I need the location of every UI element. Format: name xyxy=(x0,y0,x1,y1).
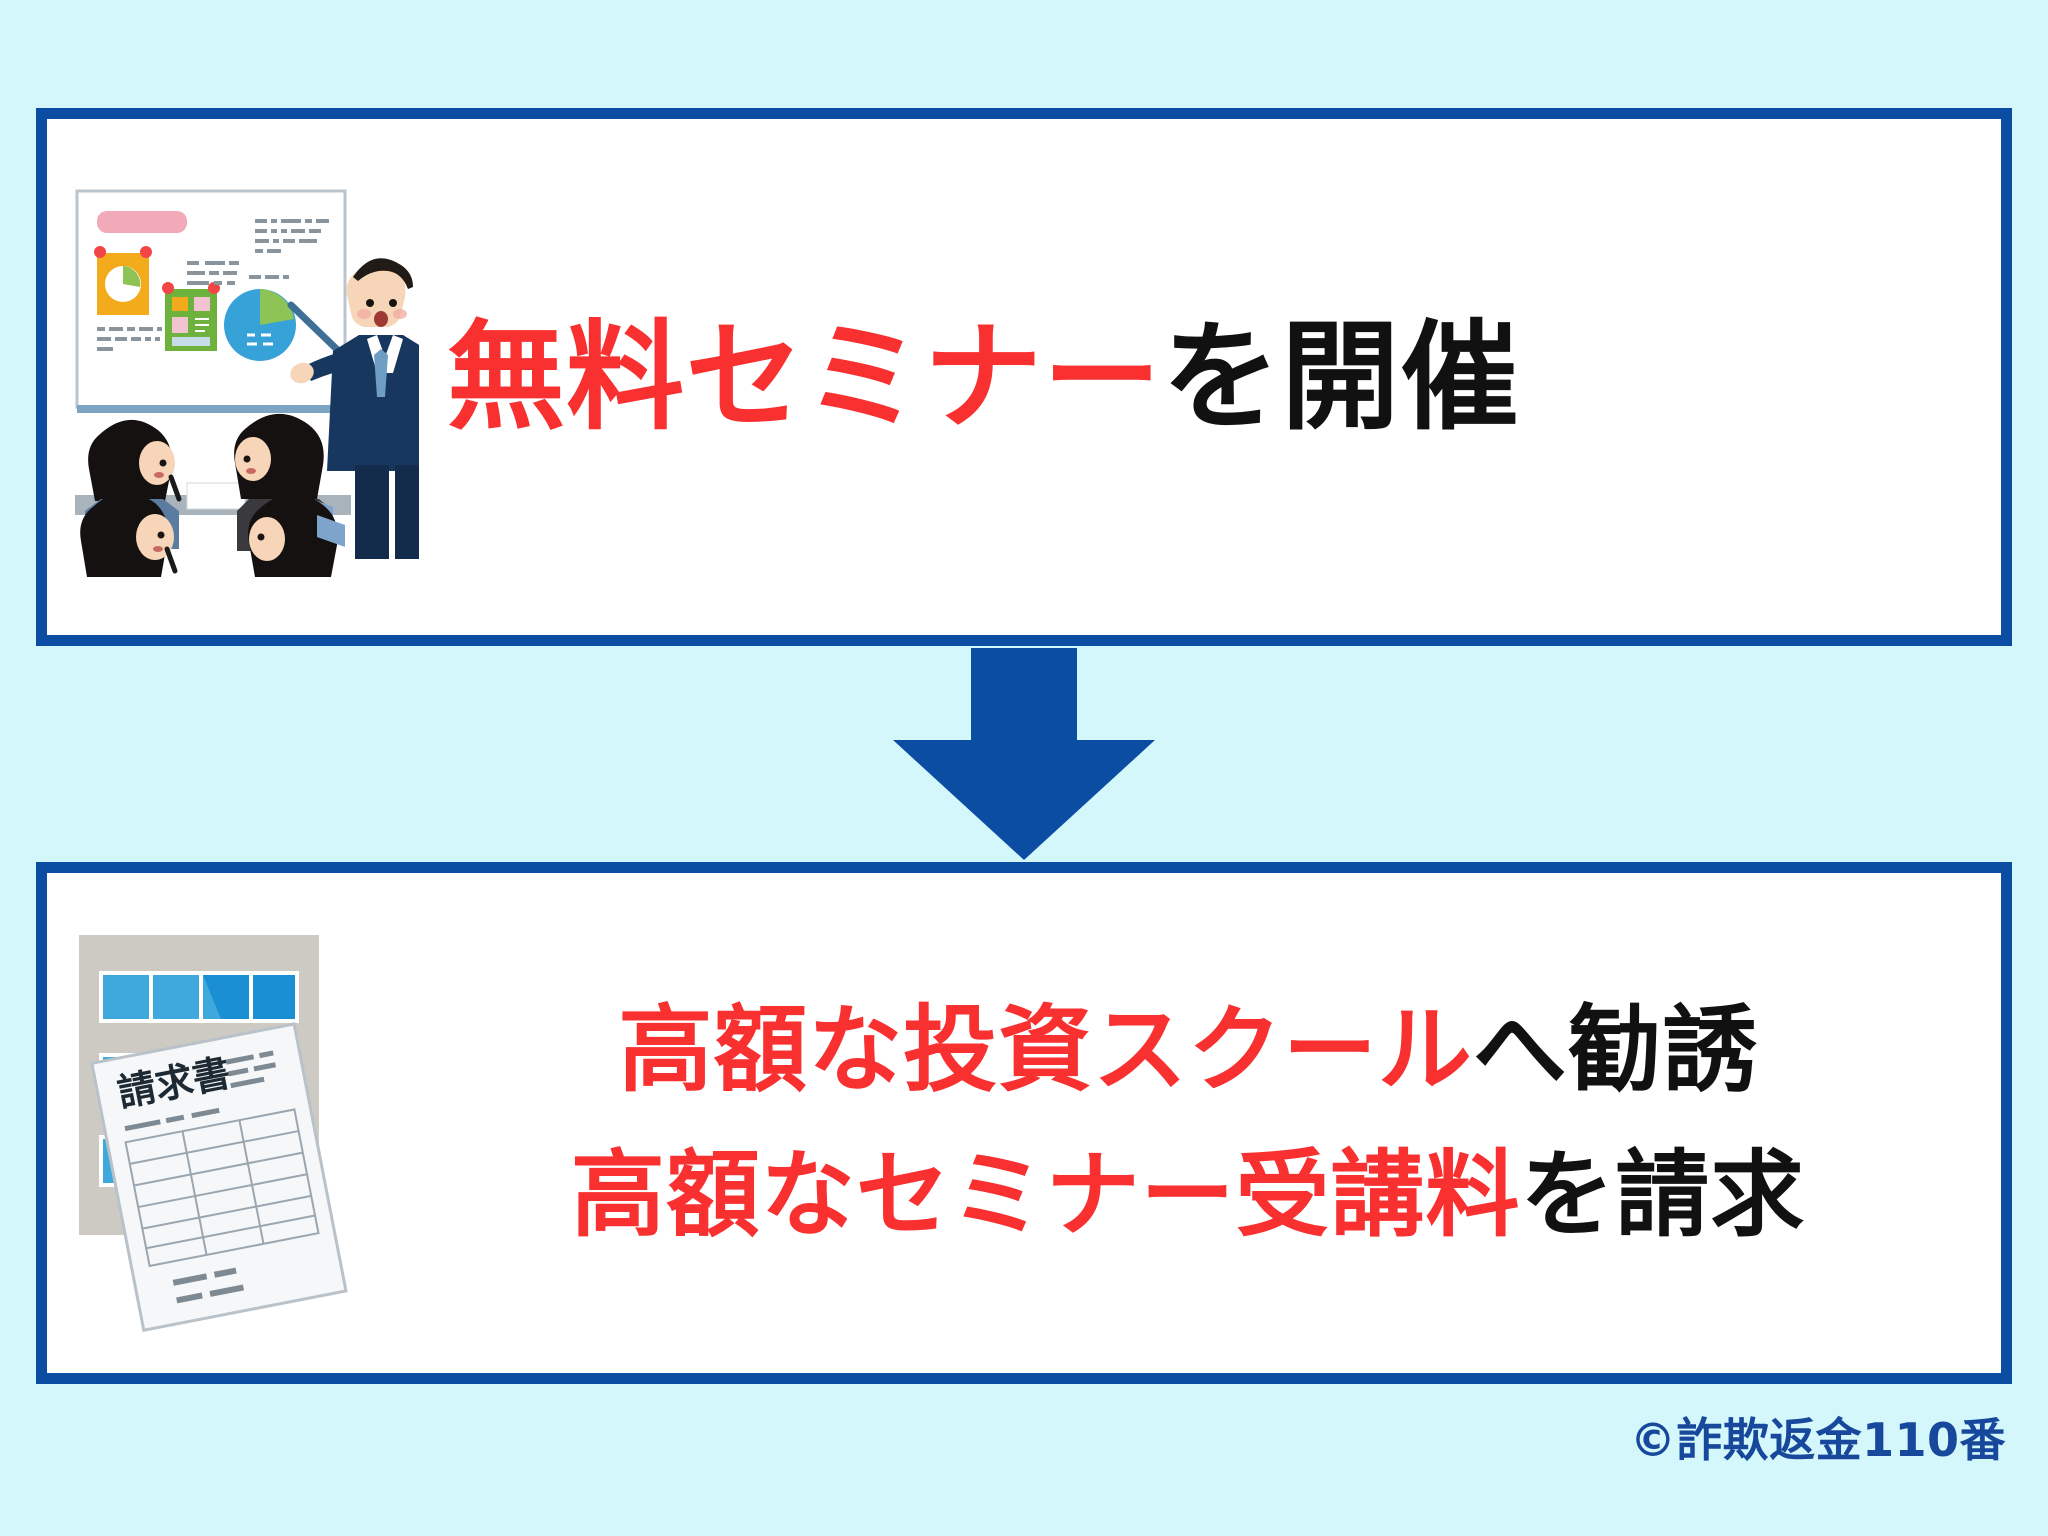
bottom-headline-1-black: へ勧誘 xyxy=(1472,995,1758,1105)
top-headline-black: を開催 xyxy=(1162,307,1520,446)
bottom-step-box: 請求書 xyxy=(36,862,2012,1384)
top-text-column: 無料セミナーを開催 xyxy=(419,311,2001,443)
down-arrow xyxy=(893,648,1155,860)
top-step-box: 無料セミナーを開催 xyxy=(36,108,2012,646)
bottom-headline-2-black: を請求 xyxy=(1520,1141,1806,1250)
bottom-headline-1: 高額な投資スクールへ勧誘 xyxy=(375,998,2001,1103)
bottom-headline-1-red: 高額な投資スクール xyxy=(618,995,1473,1105)
bottom-headline-2: 高額なセミナー受講料を請求 xyxy=(375,1143,2001,1248)
invoice-document-illustration: 請求書 xyxy=(61,913,371,1333)
bottom-text-column: 高額な投資スクールへ勧誘 高額なセミナー受講料を請求 xyxy=(371,998,2001,1249)
seminar-presentation-illustration xyxy=(59,177,419,577)
bottom-headline-2-red: 高額なセミナー受講料 xyxy=(570,1141,1521,1250)
top-headline-red: 無料セミナー xyxy=(447,307,1163,446)
top-headline: 無料セミナーを開催 xyxy=(437,311,2001,443)
copyright-credit: ©詐欺返金110番 xyxy=(1629,1413,2006,1467)
